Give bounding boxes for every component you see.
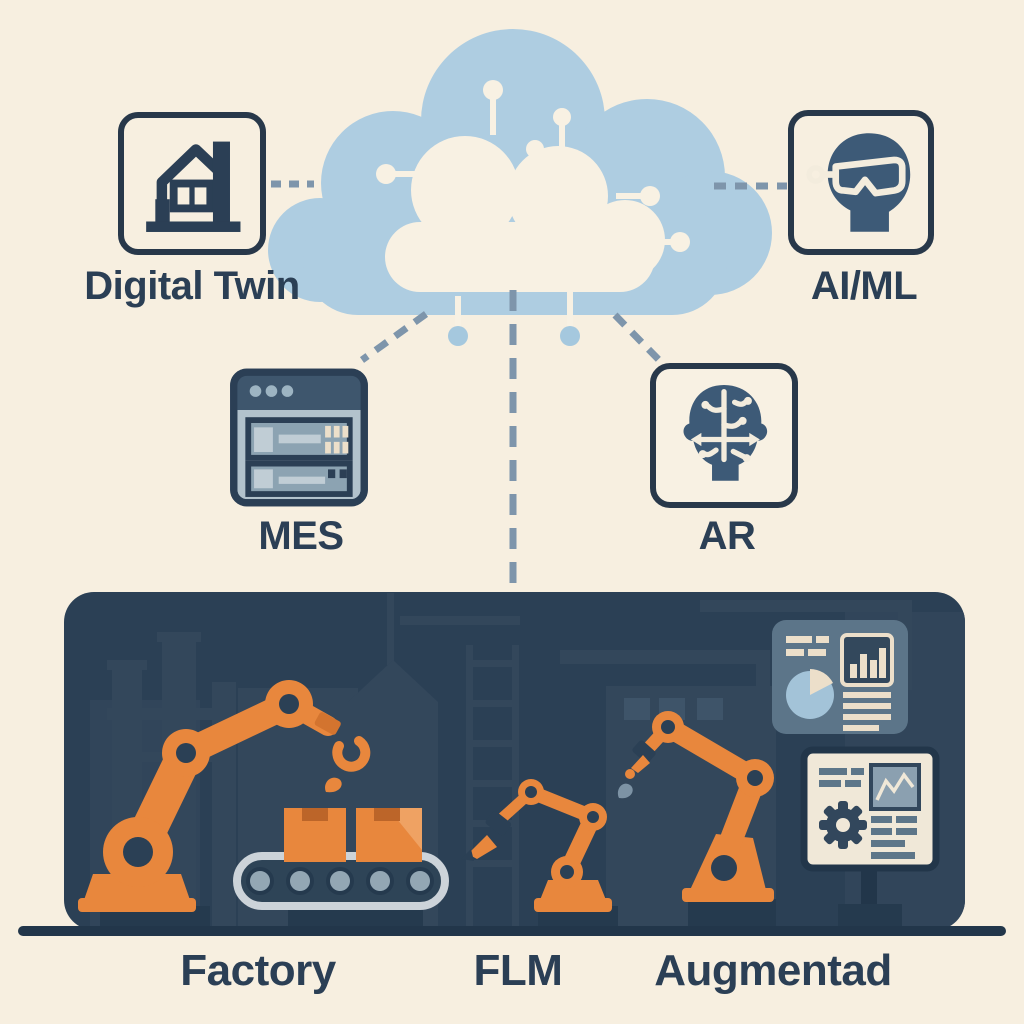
connector-dashes <box>271 180 787 588</box>
conveyor-belt-icon <box>233 852 449 910</box>
cardboard-box-icon <box>284 808 422 862</box>
tool-tip <box>468 835 497 859</box>
cloud-drop-pins <box>448 326 580 346</box>
cloud-icon <box>268 29 772 346</box>
drop-shape <box>617 783 633 799</box>
node-mes <box>225 365 373 510</box>
robot-arm-left-icon <box>78 680 371 912</box>
building-windows <box>624 698 723 720</box>
factory-building-icon <box>146 141 241 232</box>
caption-flm: FLM <box>473 946 563 995</box>
caption-factory: Factory <box>180 946 336 995</box>
analytics-hud-icon <box>772 620 908 734</box>
label-digital-twin: Digital Twin <box>84 264 300 308</box>
hook-icon <box>332 736 371 772</box>
circuit-pins-icon <box>376 80 690 328</box>
screen-text-lines <box>819 768 864 787</box>
conveyor-rollers <box>246 867 434 895</box>
monitor-dashboard-icon <box>800 746 940 920</box>
brain-circuit-icon <box>683 384 768 481</box>
hud-report-lines <box>843 692 891 731</box>
dashboard-window-icon <box>230 368 368 507</box>
floor-line <box>18 926 1006 936</box>
connector-ar <box>612 312 662 363</box>
node-ar <box>650 363 798 508</box>
gear-icon <box>819 801 867 849</box>
spark-dot <box>625 769 635 779</box>
drop-shape <box>325 777 342 793</box>
node-ai-ml <box>788 110 934 255</box>
label-ai-ml: AI/ML <box>810 264 918 308</box>
vr-goggles-head-icon <box>806 133 911 232</box>
factory-scene <box>18 592 1006 936</box>
screen-list-lines <box>871 816 917 859</box>
connector-mes <box>359 311 429 363</box>
bar-chart-icon <box>840 633 894 687</box>
pie-chart-icon <box>786 669 834 719</box>
label-mes: MES <box>258 514 344 558</box>
line-chart-icon <box>869 763 921 811</box>
caption-augmentad: Augmentad <box>654 946 892 995</box>
robot-arm-middle-icon <box>461 779 612 912</box>
robot-arm-right-icon <box>617 711 774 902</box>
cloud-inner-shape <box>385 136 665 292</box>
node-digital-twin <box>118 112 266 255</box>
label-ar: AR <box>698 514 756 558</box>
hud-text-lines <box>786 636 829 656</box>
